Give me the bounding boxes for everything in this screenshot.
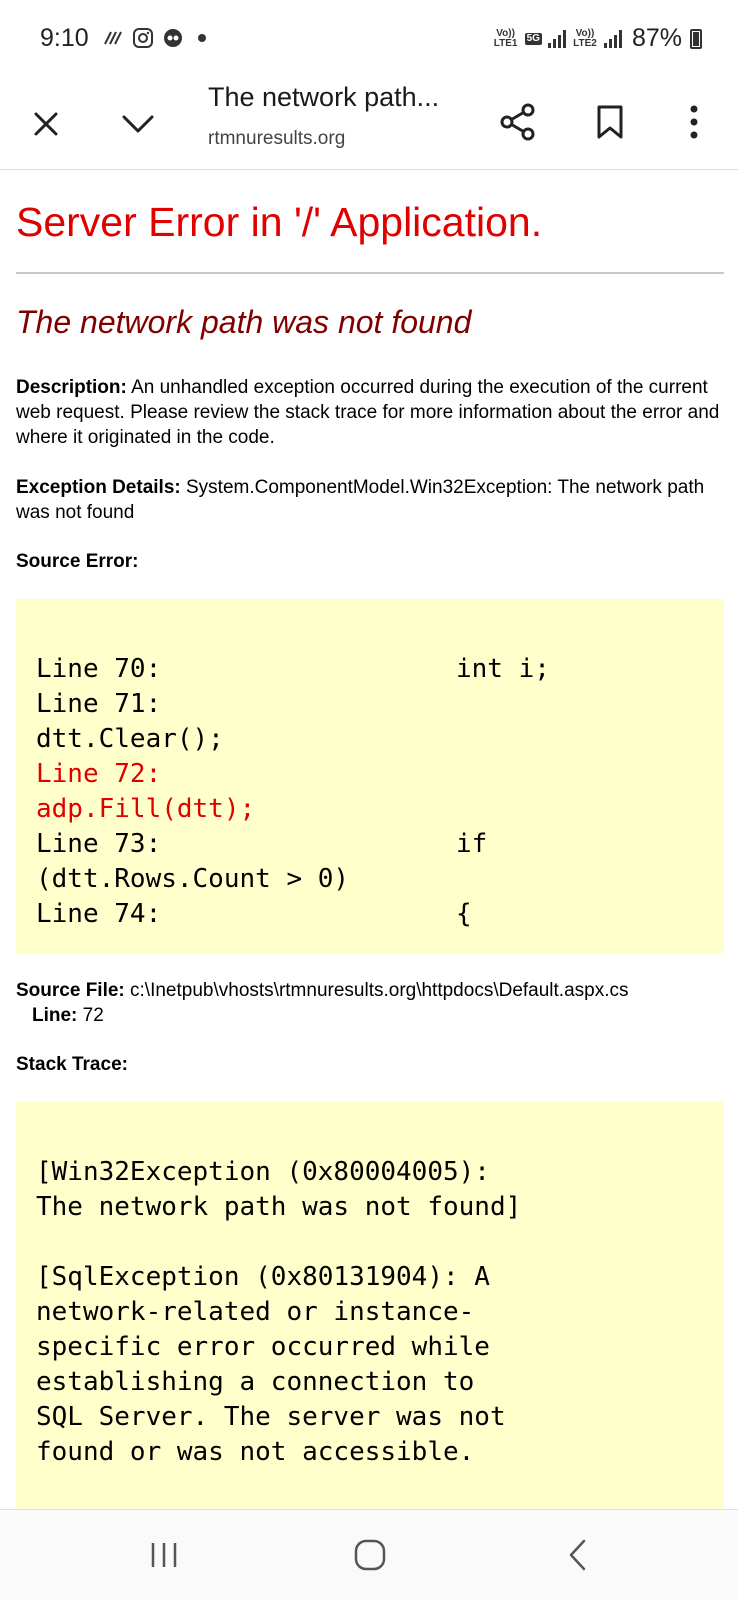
instagram-icon [132,27,154,49]
source-file-block: Source File: c:\Inetpub\vhosts\rtmnuresu… [16,978,728,1028]
code-line: (dtt.Rows.Count > 0) [36,864,350,894]
battery-icon [690,28,702,49]
error-subheading: The network path was not found [16,304,472,340]
recents-button[interactable] [139,1530,189,1580]
description-block: Description: An unhandled exception occu… [16,375,728,450]
web-content[interactable]: Server Error in '/' Application. The net… [0,171,738,1509]
more-options-button[interactable] [670,98,718,146]
code-line: Line 73:if [36,829,488,859]
more-notifications-dot [198,34,206,42]
chevron-down-icon [122,115,154,133]
source-file-path: c:\Inetpub\vhosts\rtmnuresults.org\httpd… [124,980,629,1001]
battery-percent: 87% [631,24,682,52]
back-icon [569,1539,586,1571]
error-heading: Server Error in '/' Application. [16,199,543,245]
status-left-icons [102,27,206,49]
home-icon [354,1539,386,1571]
page-title: The network path... [208,82,440,112]
code-line-error: adp.Fill(dtt); [36,794,256,824]
back-button[interactable] [553,1530,603,1580]
share-button[interactable] [494,98,542,146]
description-text: An unhandled exception occurred during t… [16,377,720,448]
data-transfer-icon [102,27,124,49]
code-line: dtt.Clear(); [36,724,224,754]
network-5g-badge: 5G [524,32,542,45]
line-label: Line: [32,1005,78,1026]
divider [16,272,724,274]
more-vert-icon [690,105,698,139]
source-code-box: Line 70:int i; Line 71: dtt.Clear(); Lin… [16,599,724,953]
signal-2-icon [603,29,622,48]
bookmark-icon [597,105,623,139]
signal-1-icon [547,29,566,48]
close-icon [34,112,58,136]
status-bar: 9:10 Vo)) LTE1 5G Vo)) LTE2 87% [0,0,738,78]
stack-trace-label: Stack Trace: [16,1054,128,1075]
bookmark-button[interactable] [586,98,634,146]
page-url[interactable]: rtmnuresults.org [208,128,346,149]
code-line: Line 71: [36,689,162,719]
source-file-label: Source File: [16,980,125,1001]
line-value: 72 [77,1005,104,1026]
share-icon [500,103,535,141]
close-tab-button[interactable] [22,100,70,148]
code-line: Line 70:int i; [36,654,550,684]
sim1-tag: Vo)) LTE1 [493,27,518,49]
minimize-tab-button[interactable] [114,100,162,148]
system-nav-bar [0,1509,738,1600]
custom-tab-toolbar: The network path... rtmnuresults.org [0,78,738,170]
code-line-error: Line 72: [36,759,162,789]
sim2-tag: Vo)) LTE2 [573,27,597,49]
app-notification-icon [162,27,184,49]
description-label: Description: [16,377,127,398]
code-line: Line 74:{ [36,899,472,929]
home-button[interactable] [345,1530,395,1580]
exception-text: System.ComponentModel.Win32Exception: Th… [16,477,705,523]
source-error-label: Source Error: [16,551,139,572]
stack-trace-box: [Win32Exception (0x80004005): The networ… [16,1102,724,1509]
recents-icon [151,1543,177,1567]
status-time: 9:10 [40,24,89,52]
exception-label: Exception Details: [16,477,181,498]
status-right: Vo)) LTE1 5G Vo)) LTE2 87% [493,24,702,53]
exception-details-block: Exception Details: System.ComponentModel… [16,475,728,525]
